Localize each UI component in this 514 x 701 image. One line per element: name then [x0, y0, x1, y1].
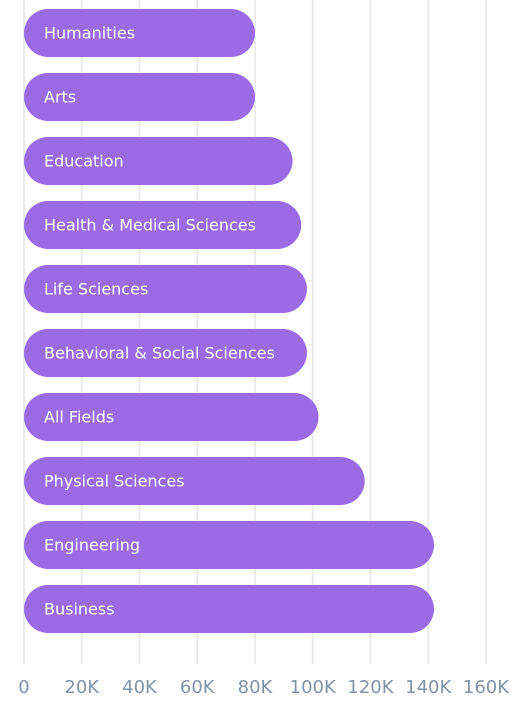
- bar-category-label: Humanities: [44, 24, 135, 43]
- bar: [24, 457, 365, 505]
- bar-category-label: Life Sciences: [44, 280, 148, 299]
- x-tick-label: 160K: [463, 677, 510, 698]
- bar-category-label: Health & Medical Sciences: [44, 216, 256, 235]
- bar-group: Arts: [24, 73, 255, 121]
- bar-category-label: Education: [44, 152, 124, 171]
- bar: [24, 329, 307, 377]
- bar-category-label: Engineering: [44, 536, 140, 555]
- bar-group: Humanities: [24, 9, 255, 57]
- x-tick-label: 0: [18, 677, 29, 698]
- bar: [24, 585, 435, 633]
- x-tick-label: 60K: [180, 677, 216, 698]
- x-tick-label: 100K: [290, 677, 337, 698]
- bar: [24, 201, 302, 249]
- bar: [24, 137, 293, 185]
- bar: [24, 265, 307, 313]
- bar-group: Business: [24, 585, 435, 633]
- bar-group: Life Sciences: [24, 265, 307, 313]
- bar-group: Behavioral & Social Sciences: [24, 329, 307, 377]
- bar-category-label: All Fields: [44, 408, 114, 427]
- bar: [24, 393, 319, 441]
- bar-group: Health & Medical Sciences: [24, 201, 302, 249]
- x-tick-label: 120K: [347, 677, 394, 698]
- bar-category-label: Arts: [44, 88, 76, 107]
- x-axis-ticks: 0 20K 40K 60K 80K 100K 120K 140K 160K: [18, 677, 510, 698]
- bar-category-label: Physical Sciences: [44, 472, 185, 491]
- bar-group: Education: [24, 137, 293, 185]
- bar: [24, 521, 435, 569]
- x-tick-label: 80K: [238, 677, 274, 698]
- bar: [24, 73, 255, 121]
- bar-category-label: Business: [44, 600, 115, 619]
- bar-group: Physical Sciences: [24, 457, 365, 505]
- bar: [24, 9, 255, 57]
- bar-group: Engineering: [24, 521, 435, 569]
- x-tick-label: 40K: [122, 677, 158, 698]
- bar-group: All Fields: [24, 393, 319, 441]
- bar-category-label: Behavioral & Social Sciences: [44, 344, 275, 363]
- x-tick-label: 20K: [64, 677, 100, 698]
- x-tick-label: 140K: [405, 677, 452, 698]
